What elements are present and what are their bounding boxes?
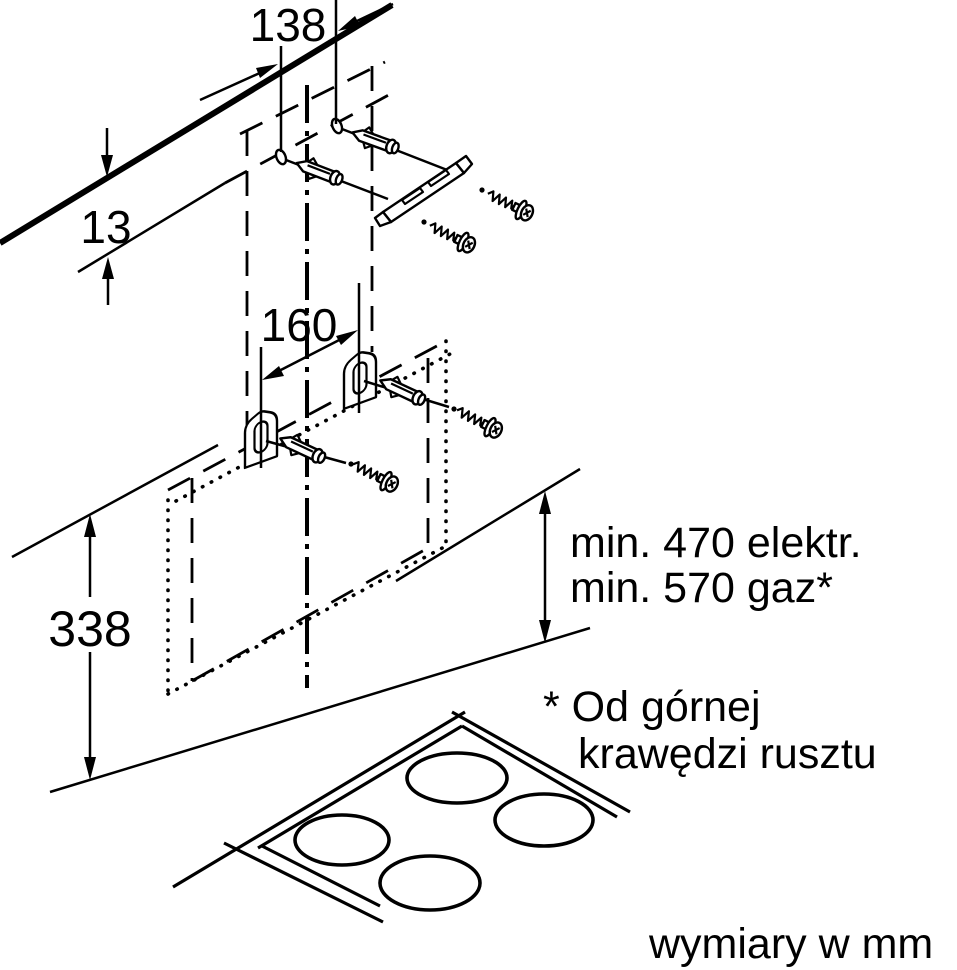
footnote-line1: * Od górnej (543, 683, 761, 731)
drill-reference-line-hidden (224, 88, 399, 185)
wall-top-edge-line (0, 2, 394, 246)
burner-left (293, 813, 391, 867)
screw-upper-left (424, 215, 480, 258)
wall-plug-upper-right (347, 121, 403, 161)
hood-lower-edge-extension (395, 467, 581, 583)
dim-13-label: 13 (80, 201, 131, 253)
dimension-13: 13 (80, 128, 132, 305)
dimension-min-distance: min. 470 elektr. min. 570 gaz* (539, 491, 862, 643)
dimension-160: 160 (259, 283, 361, 468)
leader-dot (451, 406, 457, 412)
drill-hole-right (330, 117, 344, 135)
cooktop (172, 710, 631, 924)
hood-bottom-edge-dashed (191, 546, 429, 683)
dim-138-label: 138 (250, 0, 327, 51)
min-distance-gas-label: min. 570 gaz* (570, 564, 833, 612)
wall-plug-upper-left (291, 152, 347, 192)
footnote-line2: krawędzi rusztu (578, 730, 877, 778)
dim-160-label: 160 (261, 299, 338, 351)
wall-plug-lower-right (374, 369, 430, 412)
screw-lower-left (347, 454, 403, 497)
wall-bottom-edge-left (11, 443, 219, 559)
min-distance-electric-label: min. 470 elektr. (570, 519, 862, 567)
hob-level-line (49, 626, 591, 794)
burner-right (493, 792, 595, 848)
dimension-338: 338 (48, 514, 132, 780)
wall-plug-lower-left (274, 427, 330, 470)
dimension-138: 138 (199, 0, 394, 152)
drill-hole-left (274, 148, 288, 166)
leader-dot (479, 187, 485, 193)
hidden-wall-edge-line (239, 60, 386, 136)
burner-bottom (378, 854, 482, 912)
leader-dot (421, 219, 427, 225)
drill-reference-line (77, 181, 226, 274)
hood-top-edge-dotted (174, 352, 452, 503)
dim-338-label: 338 (48, 601, 131, 657)
units-label: wymiary w mm (648, 920, 933, 968)
burner-top (405, 751, 509, 805)
leader-dot (348, 461, 354, 467)
hood-top-edge-dashed (167, 338, 449, 492)
screw-upper-right (482, 183, 538, 226)
mounting-bracket (373, 154, 474, 228)
screw-lower-right (451, 400, 507, 443)
